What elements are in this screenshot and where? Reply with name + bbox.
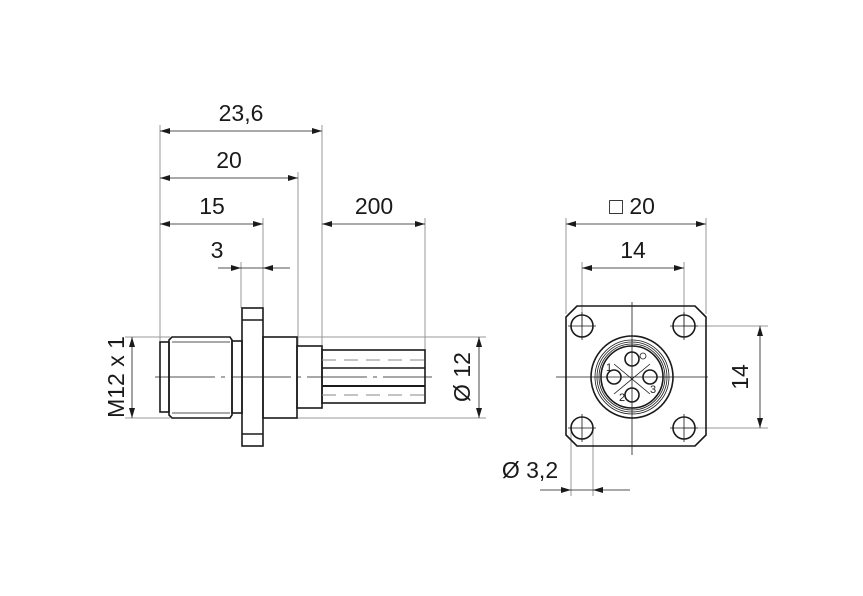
extension-lines <box>125 125 486 419</box>
side-view: 23,6 20 15 3 200 M12 x 1 Ø 12 <box>103 100 486 447</box>
hole-diameter-label: Ø 3,2 <box>502 457 558 483</box>
pin-label-2: 2 <box>619 392 625 404</box>
thread-label: M12 x 1 <box>103 336 129 418</box>
diameter-label: Ø 12 <box>449 352 475 402</box>
pin-label-3: 3 <box>650 384 656 396</box>
dim-label-body: 20 <box>216 147 242 173</box>
pin-label-1: 1 <box>606 362 612 374</box>
dim-label-cable: 200 <box>355 193 393 219</box>
dim-label-overall: 23,6 <box>219 100 264 126</box>
dim-label-hole-spacing-h: 14 <box>620 237 646 263</box>
connector-side-outline <box>155 307 432 447</box>
flange-front-outline: 1 2 3 <box>556 302 708 455</box>
front-view: □ 20 14 14 Ø 3,2 1 2 3 <box>502 193 768 496</box>
dim-label-flange: 15 <box>199 193 225 219</box>
dim-label-hole-spacing-v: 14 <box>727 364 753 390</box>
dim-label-flange-thickness: 3 <box>211 237 224 263</box>
mounting-holes <box>568 312 698 442</box>
cable <box>321 349 426 404</box>
dim-label-square: □ 20 <box>609 193 655 219</box>
